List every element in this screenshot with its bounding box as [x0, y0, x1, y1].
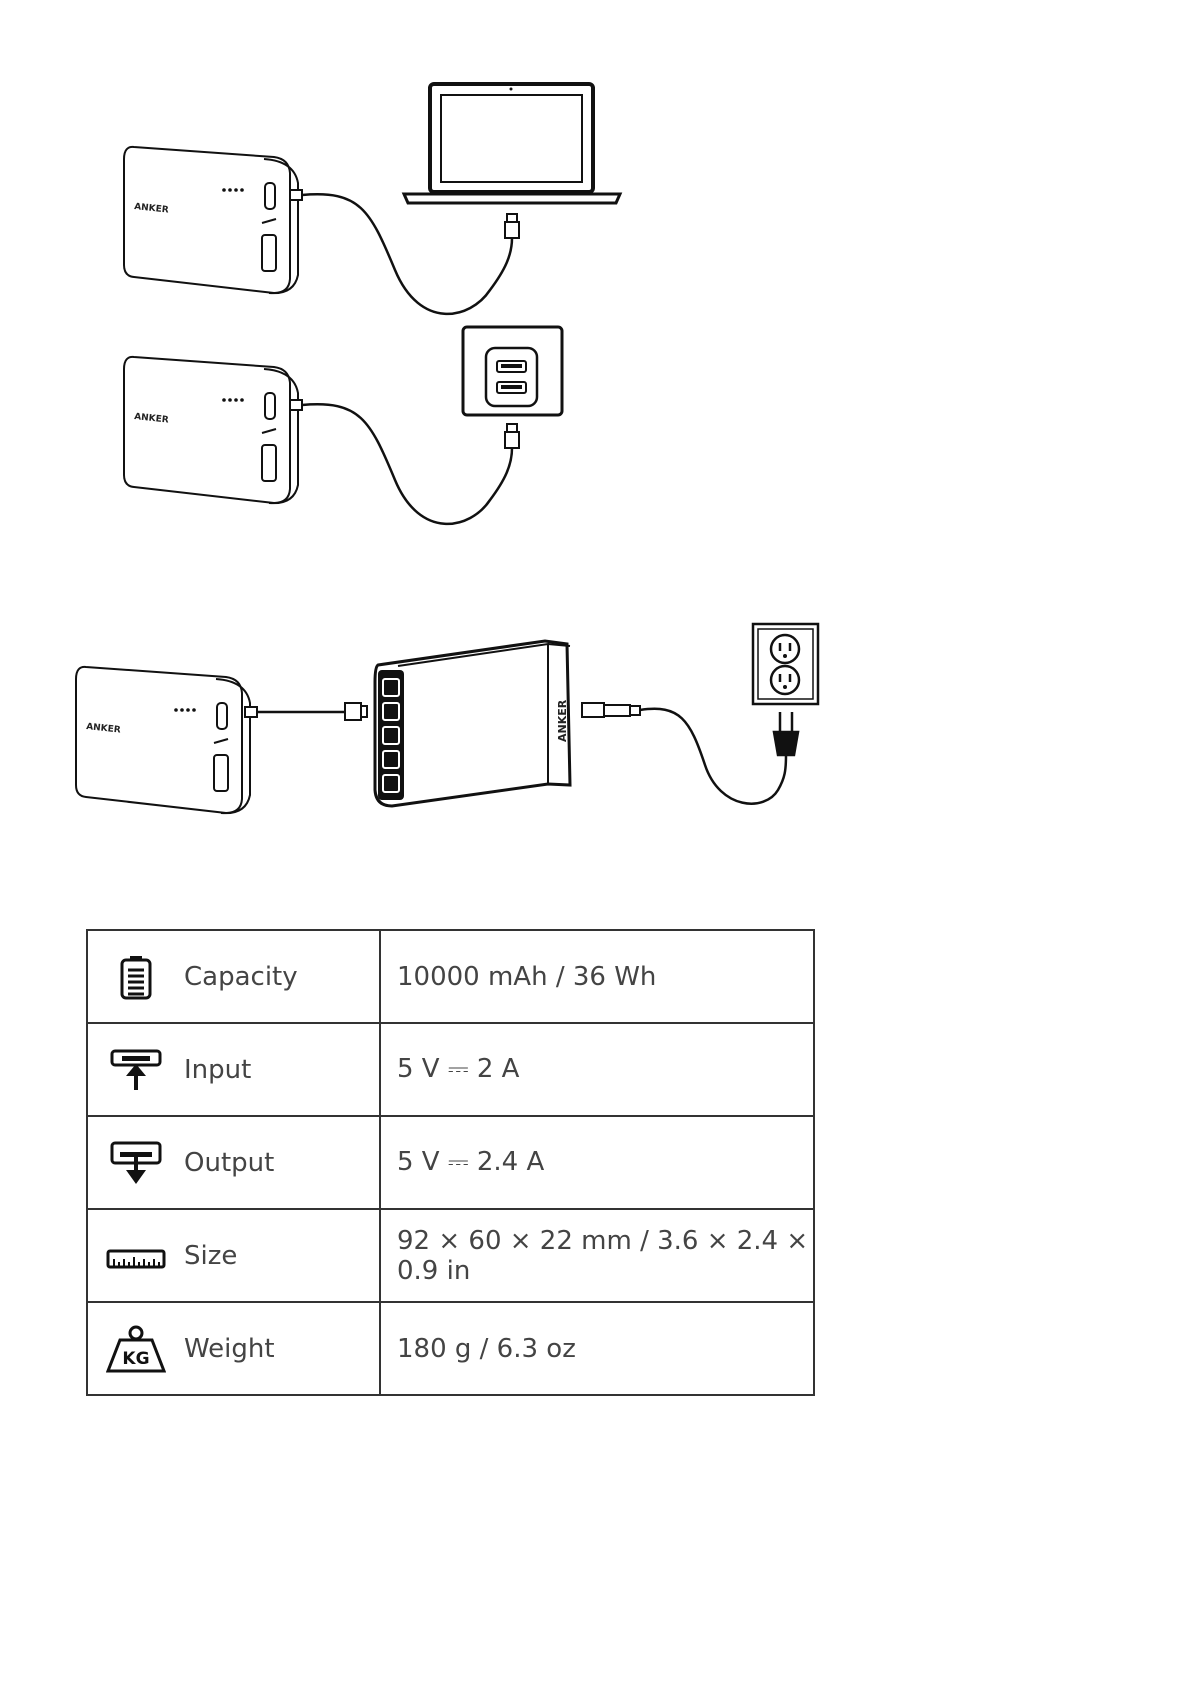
powerbank-usb-wall-charger-diagram: ANKER	[124, 327, 562, 524]
spec-row-input: Input 5 V ⎓ 2 A	[87, 1023, 814, 1116]
charger-brand-logo: ANKER	[556, 699, 569, 742]
input-icon	[88, 1048, 184, 1092]
laptop-icon	[404, 84, 620, 203]
powerbank-laptop-diagram: ANKER	[124, 84, 620, 314]
ruler-icon	[88, 1241, 184, 1271]
spec-value: 92 × 60 × 22 mm / 3.6 × 2.4 × 0.9 in	[380, 1209, 814, 1302]
spec-label: Size	[184, 1241, 237, 1271]
spec-row-size: Size 92 × 60 × 22 mm / 3.6 × 2.4 × 0.9 i…	[87, 1209, 814, 1302]
usb-wall-charger-icon	[463, 327, 562, 415]
wall-outlet-icon	[753, 624, 818, 704]
spec-label: Capacity	[184, 962, 298, 992]
battery-icon	[88, 954, 184, 1000]
spec-value: 10000 mAh / 36 Wh	[380, 930, 814, 1023]
spec-label: Input	[184, 1055, 251, 1085]
spec-value: 180 g / 6.3 oz	[380, 1302, 814, 1395]
multi-port-charger-icon: ANKER	[375, 641, 570, 806]
spec-row-weight: KG Weight 180 g / 6.3 oz	[87, 1302, 814, 1395]
charging-illustrations: ANKER ANKER ANKER	[0, 0, 1190, 880]
output-icon	[88, 1140, 184, 1186]
wall-plug-icon	[774, 712, 798, 755]
svg-text:KG: KG	[122, 1349, 149, 1369]
power-bank-3	[76, 667, 250, 813]
spec-row-output: Output 5 V ⎓ 2.4 A	[87, 1116, 814, 1209]
powerbank-desktop-charger-outlet-diagram: ANKER ANKER	[76, 624, 818, 813]
power-bank-2	[124, 357, 298, 503]
power-bank-1	[124, 147, 298, 293]
spec-label: Weight	[184, 1334, 275, 1364]
spec-label: Output	[184, 1148, 274, 1178]
weight-icon: KG	[88, 1324, 184, 1374]
specifications-table: Capacity 10000 mAh / 36 Wh Input 5 V ⎓ 2…	[86, 929, 815, 1396]
spec-value: 5 V ⎓ 2.4 A	[380, 1116, 814, 1209]
spec-value: 5 V ⎓ 2 A	[380, 1023, 814, 1116]
spec-row-capacity: Capacity 10000 mAh / 36 Wh	[87, 930, 814, 1023]
